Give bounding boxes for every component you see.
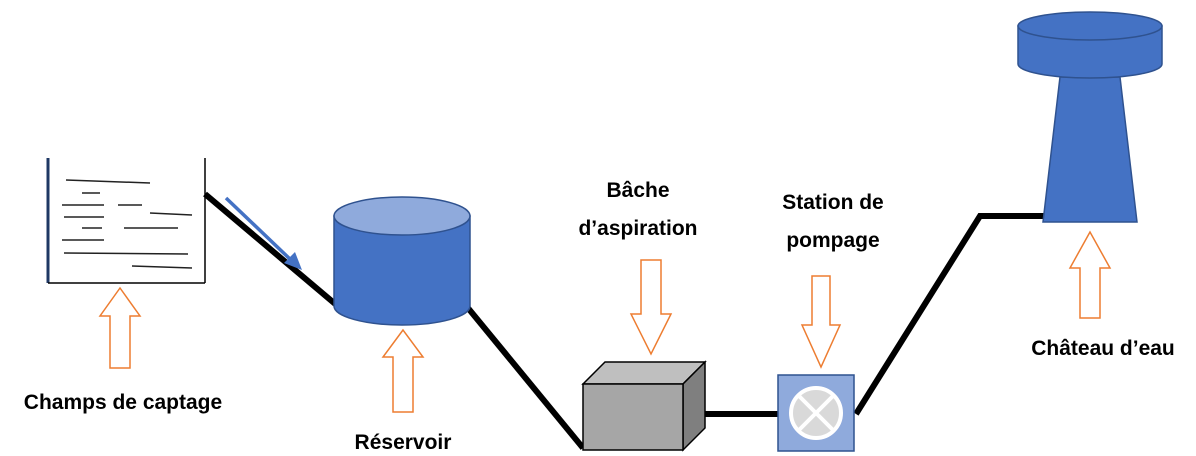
water-field-icon (46, 158, 206, 284)
up-arrow-icon (98, 286, 142, 369)
label-station-line1: Station de (782, 191, 884, 214)
box-tank-icon (581, 360, 707, 452)
pipeline-reservoir-to-bache (465, 306, 586, 450)
up-arrow-icon (1068, 230, 1112, 319)
flow-direction-arrow (224, 196, 302, 270)
pipeline-pump-to-tower (853, 213, 1045, 416)
label-chateau-d-eau: Château d’eau (1031, 337, 1175, 360)
down-arrow-icon (629, 259, 673, 356)
water-tower-icon (1017, 11, 1163, 223)
label-bache-line2: d’aspiration (578, 217, 697, 240)
down-arrow-icon (800, 275, 842, 369)
label-station-line2: pompage (786, 229, 879, 252)
label-reservoir: Réservoir (355, 431, 452, 454)
label-bache-line1: Bâche (606, 179, 669, 202)
up-arrow-icon (381, 328, 425, 413)
cylinder-tank-icon (333, 196, 471, 326)
pump-symbol-icon (777, 374, 855, 452)
label-champs-de-captage: Champs de captage (24, 391, 222, 414)
pipeline (203, 191, 342, 311)
